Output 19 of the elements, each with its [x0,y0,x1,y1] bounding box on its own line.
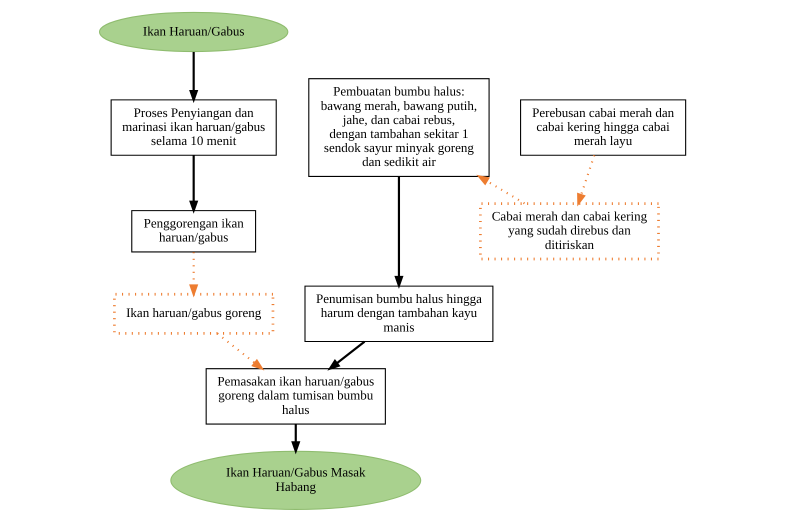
node-box: Pembuatan bumbu halus: bawang merah, bawang putih, jahe, dan cabai rebus, dengan tambahan sekitar 1 sendok sayur minyak goreng dan sedikit air [308,78,490,177]
arrow [577,154,596,206]
arrow [189,252,198,298]
arrow [216,332,264,371]
arrow [394,176,404,289]
node-box: Proses Penyiangan dan marinasi ikan haruan/gabus selama 10 menit [110,99,277,156]
arrow [189,52,198,104]
node-box: Penumisan bumbu halus hingga harum dengan tambahan kayu manis [304,286,494,342]
node-ellipse: Ikan Haruan/Gabus Masak Habang [170,450,422,510]
node-ellipse: Ikan Haruan/Gabus [98,12,288,52]
arrow [327,340,366,371]
node-box: Cabai merah dan cabai kering yang sudah direbus dan ditiriskan [479,202,660,260]
node-box: Penggorengan ikan haruan/gabus [131,210,256,252]
arrow [189,155,198,214]
arrow [291,424,300,454]
node-box: Pemasakan ikan haruan/gabus goreng dalam tumisan bumbu halus [206,368,386,425]
node-box: Perebusan cabai merah dan cabai kering hingga cabai merah layu [520,99,686,156]
node-box: Ikan haruan/gabus goreng [113,292,274,335]
arrow [476,174,525,204]
